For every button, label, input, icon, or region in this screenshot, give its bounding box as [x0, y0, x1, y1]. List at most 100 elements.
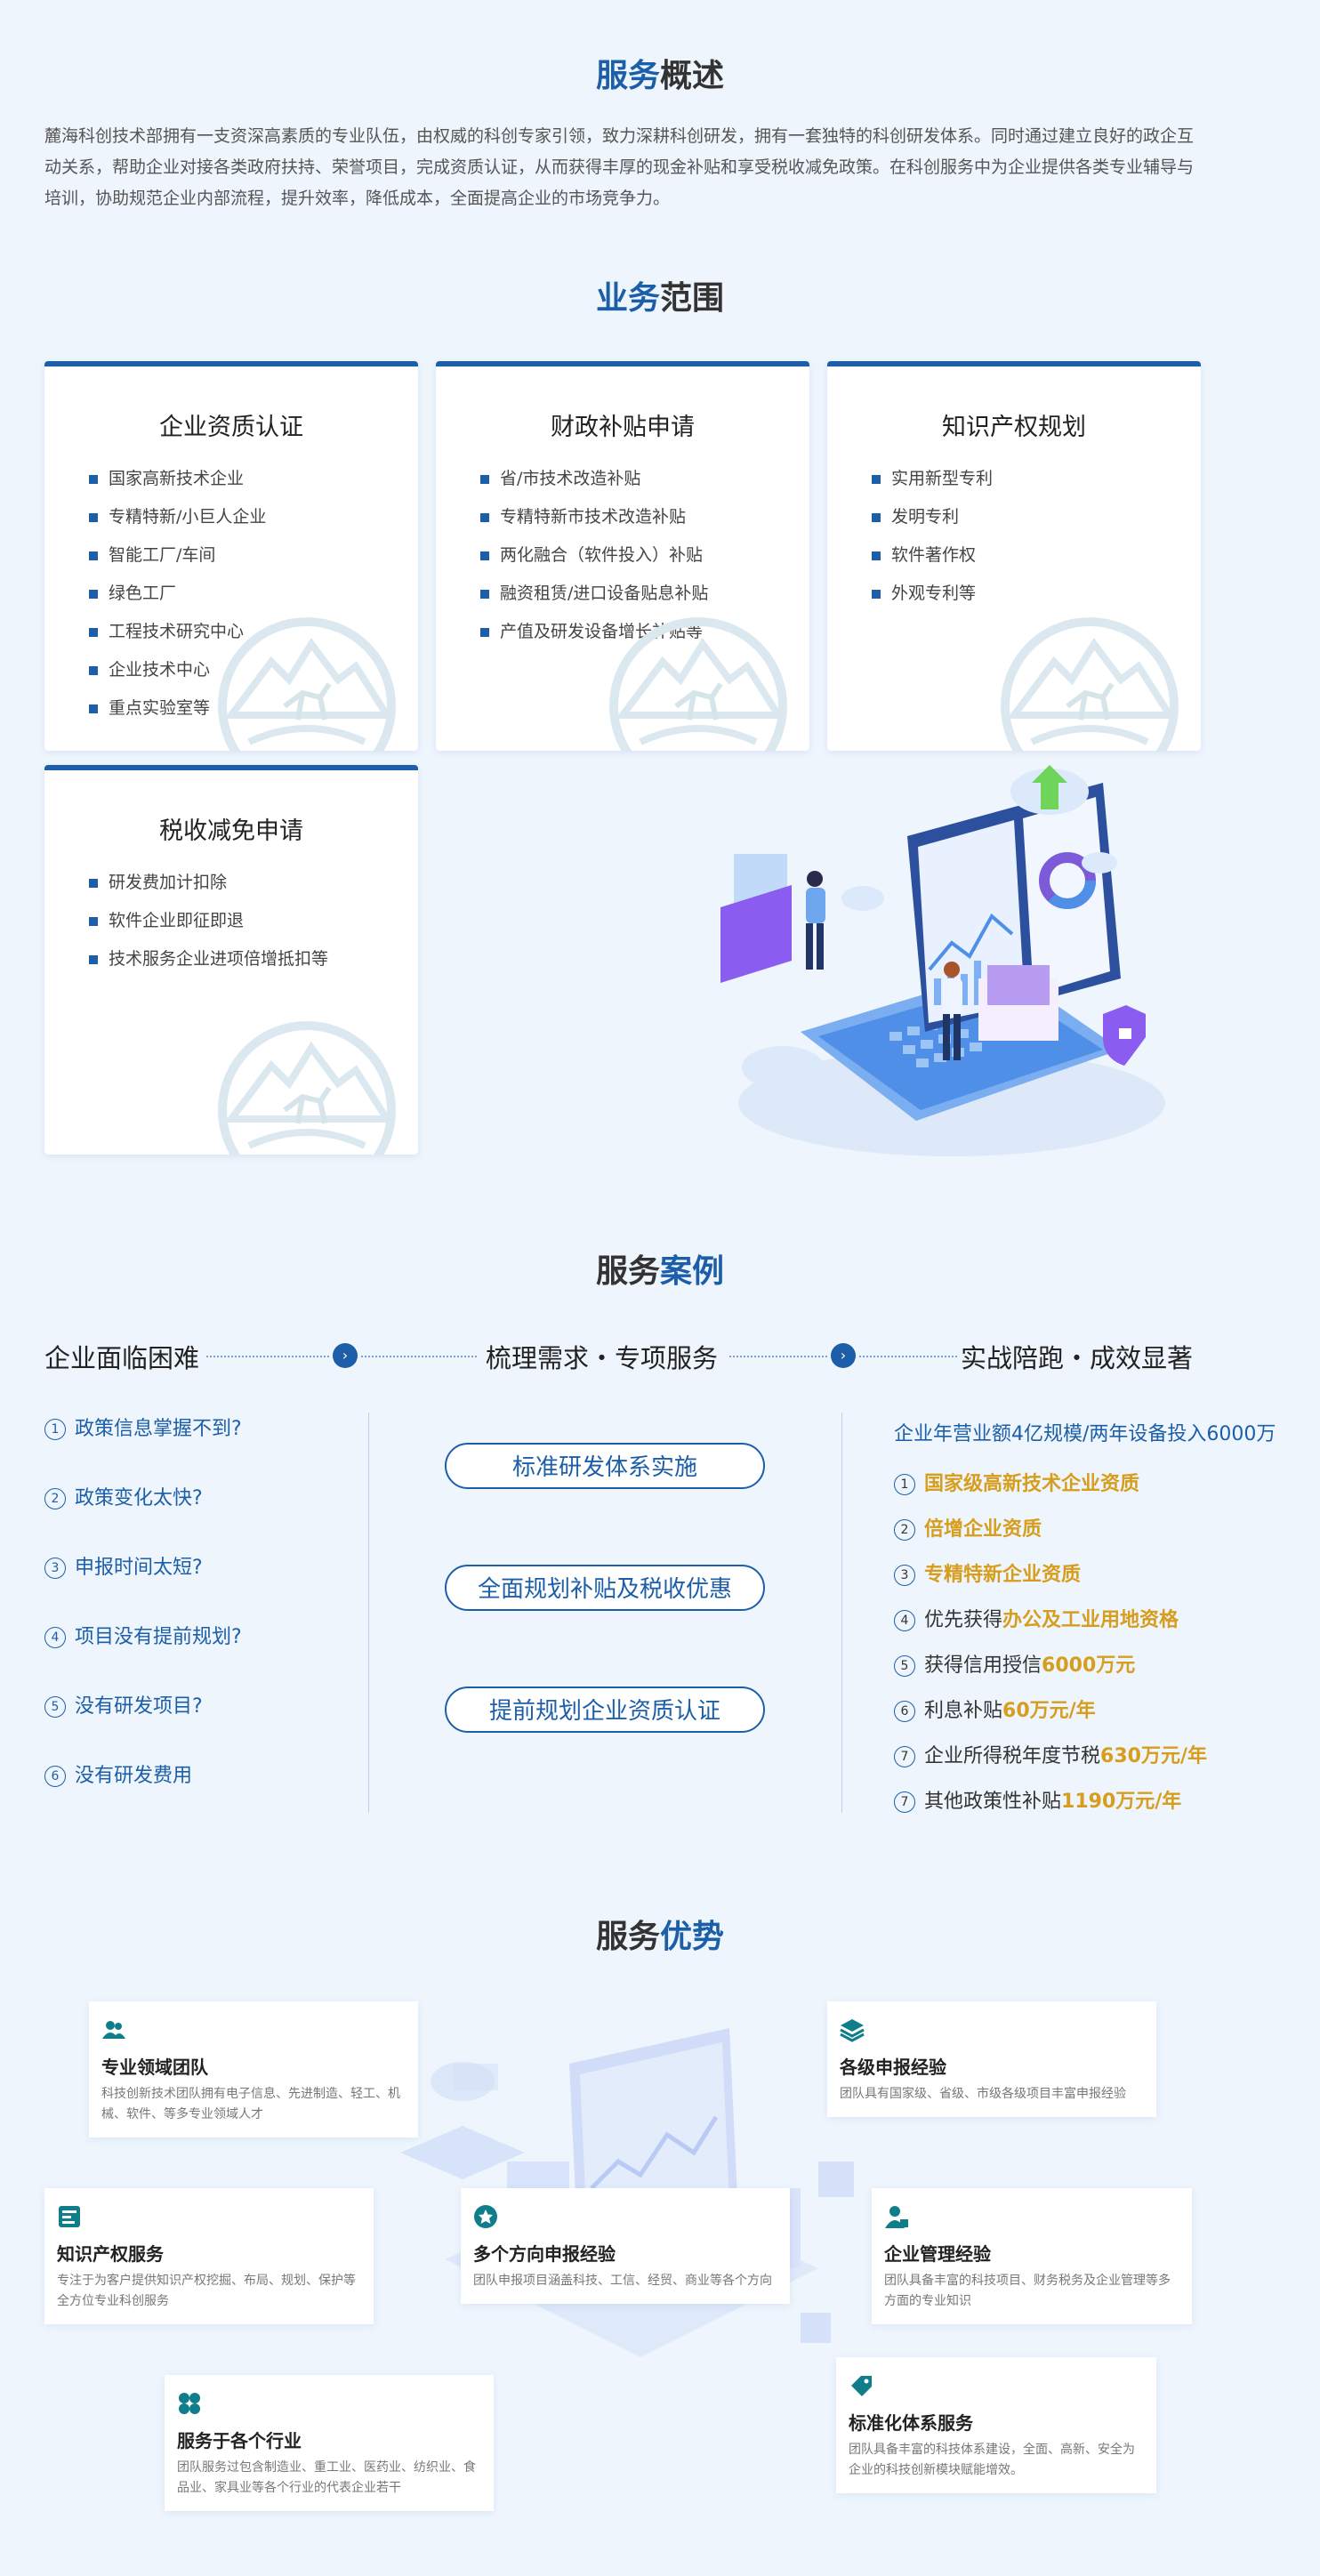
advantage-title: 标准化体系服务 — [849, 2412, 973, 2434]
scope-card: 企业资质认证国家高新技术企业专精特新/小巨人企业智能工厂/车间绿色工厂工程技术研… — [44, 361, 418, 751]
number-badge: 1 — [894, 1474, 915, 1495]
case-service-pill: 标准研发体系实施 — [445, 1443, 765, 1489]
scope-list-item: 专精特新/小巨人企业 — [89, 498, 418, 536]
advantage-card: 企业管理经验团队具备丰富的科技项目、财务税务及企业管理等多方面的专业知识 — [872, 2188, 1192, 2324]
scope-list-item: 融资租赁/进口设备贴息补贴 — [480, 575, 809, 613]
case-result-item: 1 国家级高新技术企业资质 — [894, 1468, 1139, 1496]
number-badge: 7 — [894, 1746, 915, 1767]
case-result-highlight: 630万元/年 — [1100, 1745, 1207, 1767]
advantage-desc: 团队服务过包含制造业、重工业、医药业、纺织业、食品业、家具业等各个行业的代表企业… — [177, 2460, 476, 2495]
mountain-deer-watermark-icon — [218, 617, 396, 751]
number-badge: 2 — [894, 1519, 915, 1541]
scope-title: 业务范围 — [595, 280, 725, 317]
scope-card-title: 税收减免申请 — [159, 817, 303, 845]
scope-card-title: 知识产权规划 — [942, 414, 1086, 441]
advantage-title: 知识产权服务 — [57, 2243, 164, 2265]
advantage-desc: 团队具备丰富的科技项目、财务税务及企业管理等多方面的专业知识 — [884, 2274, 1171, 2308]
overview-title: 服务概述 — [595, 58, 725, 94]
scope-list-item: 重点实验室等 — [89, 689, 418, 728]
case-result-summary: 企业年营业额4亿规模/两年设备投入6000万 — [894, 1423, 1276, 1445]
number-badge: 5 — [894, 1655, 915, 1677]
team-icon — [101, 2017, 126, 2042]
advantage-desc: 团队具有国家级、省级、市级各级项目丰富申报经验 — [840, 2087, 1126, 2101]
scope-card-list: 实用新型专利发明专利软件著作权 外观专利等 — [827, 460, 1201, 613]
advantage-desc: 科技创新技术团队拥有电子信息、先进制造、轻工、机械、软件、等多专业领域人才 — [101, 2087, 400, 2121]
star-icon — [473, 2204, 498, 2229]
case-result-highlight: 倍增企业资质 — [924, 1518, 1042, 1541]
number-badge: 1 — [44, 1419, 66, 1440]
scope-list-item: 实用新型专利 — [872, 460, 1201, 498]
advantage-desc: 专注于为客户提供知识产权挖掘、布局、规划、保护等全方位专业科创服务 — [57, 2274, 356, 2308]
advantage-title: 专业领域团队 — [101, 2057, 208, 2078]
case-service-pill: 提前规划企业资质认证 — [445, 1686, 765, 1733]
advantage-title: 服务于各个行业 — [177, 2430, 302, 2451]
number-badge: 3 — [44, 1558, 66, 1579]
case-result-highlight: 国家级高新技术企业资质 — [924, 1473, 1140, 1495]
case-result-highlight: 1190万元/年 — [1061, 1791, 1182, 1813]
dotted-connector — [859, 1356, 957, 1357]
chevron-right-icon: › — [831, 1343, 856, 1368]
mountain-deer-watermark-icon — [609, 617, 787, 751]
scope-card-title: 财政补贴申请 — [551, 414, 695, 441]
advantage-card: 多个方向申报经验团队申报项目涵盖科技、工信、经贸、商业等各个方向 — [461, 2188, 790, 2304]
grid-icon — [177, 2391, 202, 2416]
number-badge: 4 — [44, 1627, 66, 1648]
column-divider — [841, 1413, 842, 1813]
scope-card-title: 企业资质认证 — [159, 414, 303, 441]
case-problem-text: 没有研发项目? — [75, 1695, 203, 1718]
scope-list-item: 省/市技术改造补贴 — [480, 460, 809, 498]
scope-card: 财政补贴申请省/市技术改造补贴专精特新市技术改造补贴 两化融合（软件投入）补贴融… — [436, 361, 809, 751]
advantage-title: 各级申报经验 — [840, 2057, 946, 2078]
case-result-text: 企业所得税年度节税 — [924, 1745, 1101, 1767]
column-divider — [368, 1413, 369, 1813]
number-badge: 3 — [894, 1565, 915, 1586]
advantages-title: 服务优势 — [595, 1919, 725, 1955]
scope-list-item: 智能工厂/车间 — [89, 536, 418, 575]
cases-title: 服务案例 — [595, 1253, 725, 1290]
scope-list-item: 外观专利等 — [872, 575, 1201, 613]
number-badge: 5 — [44, 1696, 66, 1718]
mountain-deer-watermark-icon — [1001, 617, 1179, 751]
manager-icon — [884, 2204, 909, 2229]
overview-text: 麓海科创技术部拥有一支资深高素质的专业队伍，由权威的科创专家引领，致力深耕科创研… — [44, 126, 1195, 208]
scope-list-item: 专精特新市技术改造补贴 — [480, 498, 809, 536]
scope-list-item: 绿色工厂 — [89, 575, 418, 613]
scope-list-item: 两化融合（软件投入）补贴 — [480, 536, 809, 575]
case-problem-text: 政策信息掌握不到? — [75, 1418, 242, 1440]
case-result-item: 7 企业所得税年度节税630万元/年 — [894, 1740, 1207, 1768]
advantage-title: 多个方向申报经验 — [473, 2243, 616, 2265]
dotted-connector — [361, 1356, 477, 1357]
layers-icon — [840, 2017, 865, 2042]
number-badge: 7 — [894, 1791, 915, 1813]
case-result-text: 其他政策性补贴 — [924, 1791, 1062, 1813]
scope-list-item: 技术服务企业进项倍增抵扣等 — [89, 940, 418, 978]
case-head-results: 实战陪跑・成效显著 — [961, 1343, 1194, 1373]
case-problem-item: 1 政策信息掌握不到? — [44, 1413, 242, 1441]
scope-list-item: 软件企业即征即退 — [89, 902, 418, 940]
case-result-text: 获得信用授信 — [924, 1654, 1042, 1677]
scope-list-item: 企业技术中心 — [89, 651, 418, 689]
number-badge: 6 — [44, 1766, 66, 1787]
scope-list-item: 研发费加计扣除 — [89, 864, 418, 902]
laptop-analytics-illustration — [720, 765, 1165, 1156]
case-head-difficulties: 企业面临困难 — [44, 1343, 200, 1373]
number-badge: 2 — [44, 1488, 66, 1509]
case-problem-item: 5 没有研发项目? — [44, 1690, 203, 1719]
case-result-text: 利息补贴 — [924, 1700, 1003, 1722]
scope-list-item: 发明专利 — [872, 498, 1201, 536]
number-badge: 6 — [894, 1701, 915, 1722]
advantage-title: 企业管理经验 — [884, 2243, 991, 2265]
advantage-desc: 团队具备丰富的科技体系建设，全面、高新、安全为企业的科技创新模块赋能增效。 — [849, 2443, 1135, 2477]
ip-icon — [57, 2204, 82, 2229]
dotted-connector — [729, 1356, 827, 1357]
case-result-highlight: 办公及工业用地资格 — [1002, 1609, 1179, 1631]
number-badge: 4 — [894, 1610, 915, 1631]
scope-card-list: 研发费加计扣除软件企业即征即退技术服务企业进项倍增抵扣等 — [44, 864, 418, 978]
dotted-connector — [206, 1356, 329, 1357]
